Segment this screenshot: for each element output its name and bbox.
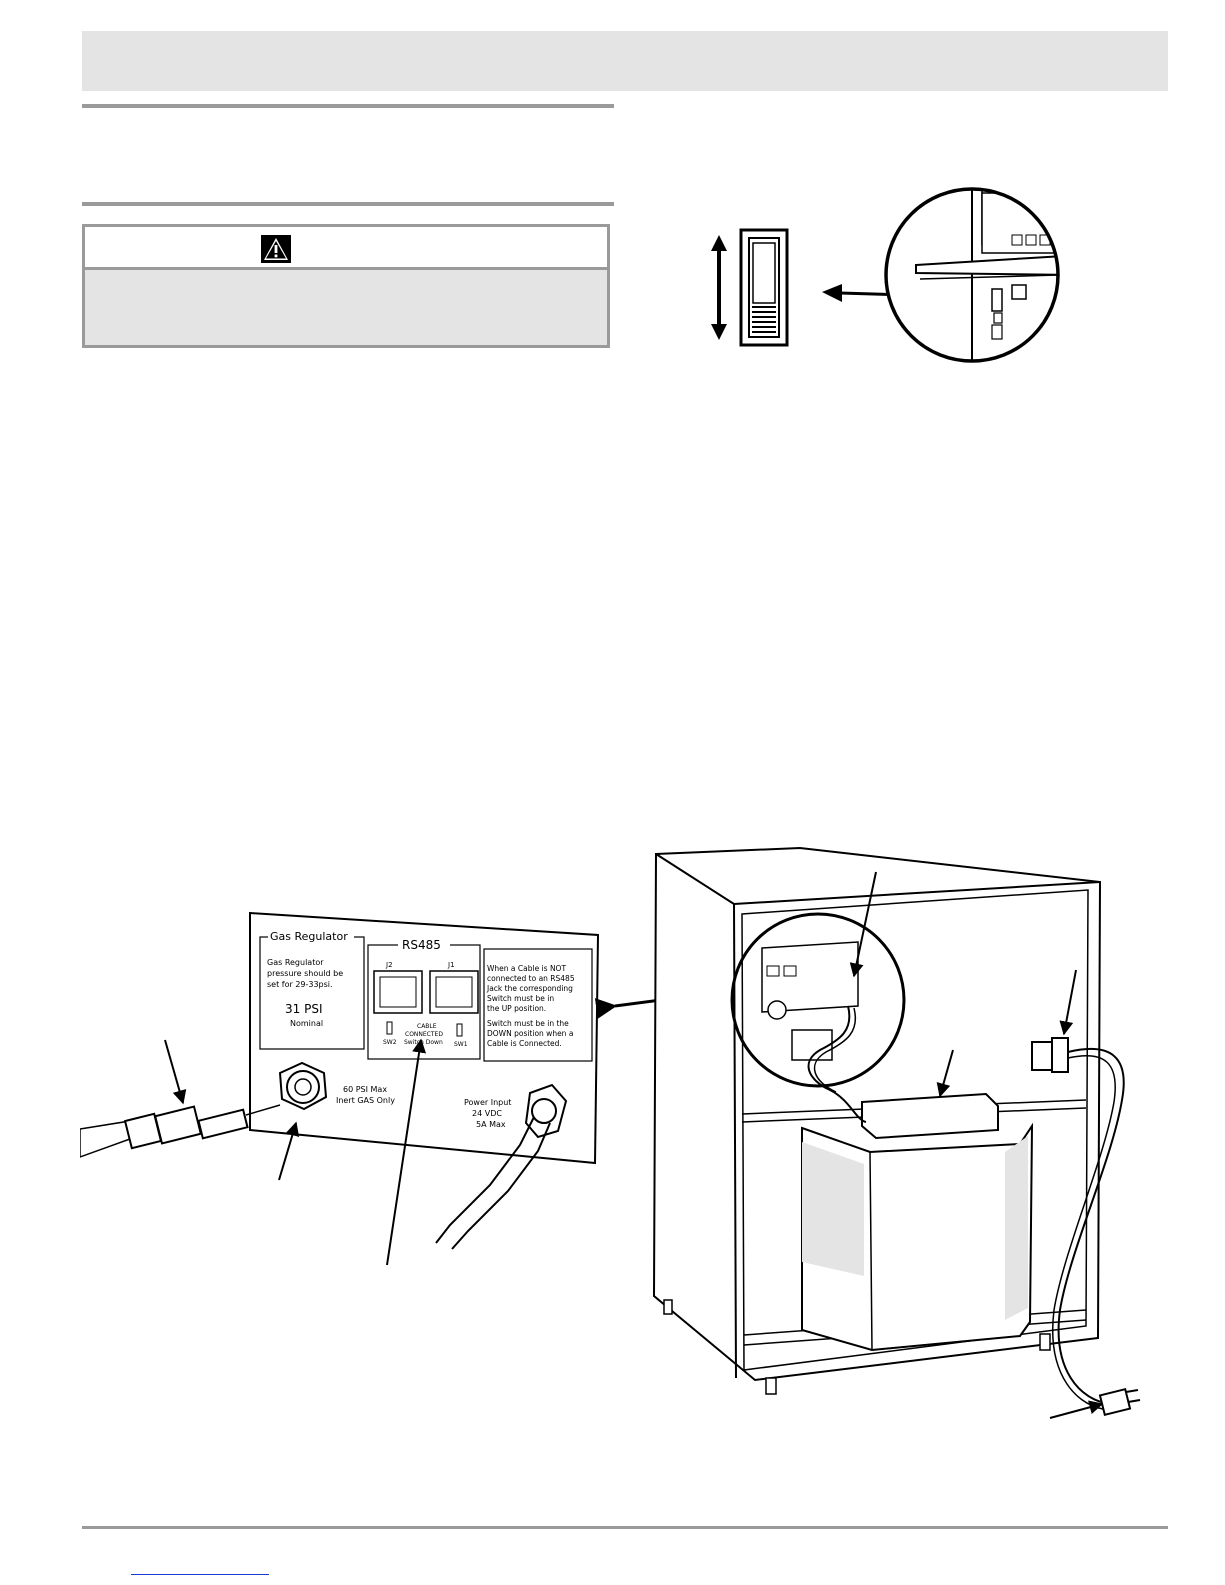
cable-line3: Switch Down	[404, 1039, 443, 1046]
rs485-jack-j1-icon	[429, 970, 479, 1014]
sw1-label: SW1	[454, 1041, 468, 1048]
cabinet-illustration	[652, 846, 1141, 1419]
cord-callout-arrow	[1059, 969, 1077, 1036]
plug-callout-arrow	[1049, 1400, 1104, 1419]
gas-regulator-box	[259, 936, 365, 1050]
power-line1: Power Input	[464, 1098, 511, 1107]
power-cord-icon	[1031, 1037, 1141, 1417]
warning-body	[85, 270, 607, 345]
sw1-icon	[456, 1023, 463, 1037]
up-down-arrow-icon	[711, 235, 727, 340]
rs485-jack-j2-icon	[373, 970, 423, 1014]
connection-detail-circle	[730, 912, 906, 1088]
power-line3: 5A Max	[476, 1120, 506, 1129]
note-line6: Switch must be in the	[487, 1019, 569, 1028]
warning-title-bar	[85, 227, 607, 270]
section-rule-middle	[82, 202, 614, 206]
supply-callout-arrow	[936, 1049, 954, 1098]
cable-line1: CABLE	[417, 1023, 437, 1030]
jack-j2-label: J2	[385, 961, 393, 969]
gas-regulator-line3: set for 29-33psi.	[267, 980, 333, 989]
note-line8: Cable is Connected.	[487, 1039, 562, 1048]
note-line2: connected to an RS485	[487, 974, 575, 983]
rs485-title: RS485	[402, 938, 441, 952]
jack-j1-label: J1	[447, 961, 455, 969]
page-link-underline[interactable]	[131, 1574, 269, 1575]
cable-line2: CONNECTED	[405, 1031, 443, 1038]
warning-triangle-icon	[261, 235, 291, 263]
sw2-icon	[386, 1021, 393, 1035]
gas-regulator-line2: pressure should be	[267, 969, 343, 978]
gas-inlet-line1: 60 PSI Max	[343, 1085, 387, 1094]
note-line3: Jack the corresponding	[486, 984, 573, 993]
gas-inlet-fitting-icon	[278, 1061, 328, 1111]
power-connector-icon	[435, 1083, 568, 1250]
switch-detail-illustration	[711, 187, 1060, 363]
header-band	[82, 31, 1168, 91]
power-supply-box-icon	[861, 1092, 999, 1140]
gas-hose-icon	[80, 1104, 281, 1158]
magnified-view-circle	[884, 187, 1060, 363]
warning-box	[82, 224, 610, 348]
note-line5: the UP position.	[487, 1004, 546, 1013]
note-line7: DOWN position when a	[487, 1029, 573, 1038]
note-line4: Switch must be in	[487, 994, 554, 1003]
toggle-switch-icon	[739, 228, 789, 347]
note-box	[483, 948, 593, 1062]
power-line2: 24 VDC	[472, 1109, 502, 1118]
gas-regulator-nominal: Nominal	[290, 1019, 323, 1028]
sw2-label: SW2	[383, 1039, 397, 1046]
gas-regulator-title: Gas Regulator	[270, 930, 348, 943]
gas-inlet-line2: Inert GAS Only	[336, 1096, 395, 1105]
footer-rule	[82, 1526, 1168, 1529]
gas-regulator-line1: Gas Regulator	[267, 958, 324, 967]
gas-regulator-psi: 31 PSI	[285, 1002, 322, 1016]
note-line1: When a Cable is NOT	[487, 964, 566, 973]
section-rule-top	[82, 104, 614, 108]
connector-panel-illustration: Gas Regulator Gas Regulator pressure sho…	[80, 911, 600, 1250]
cable-callout-arrow	[849, 871, 877, 978]
